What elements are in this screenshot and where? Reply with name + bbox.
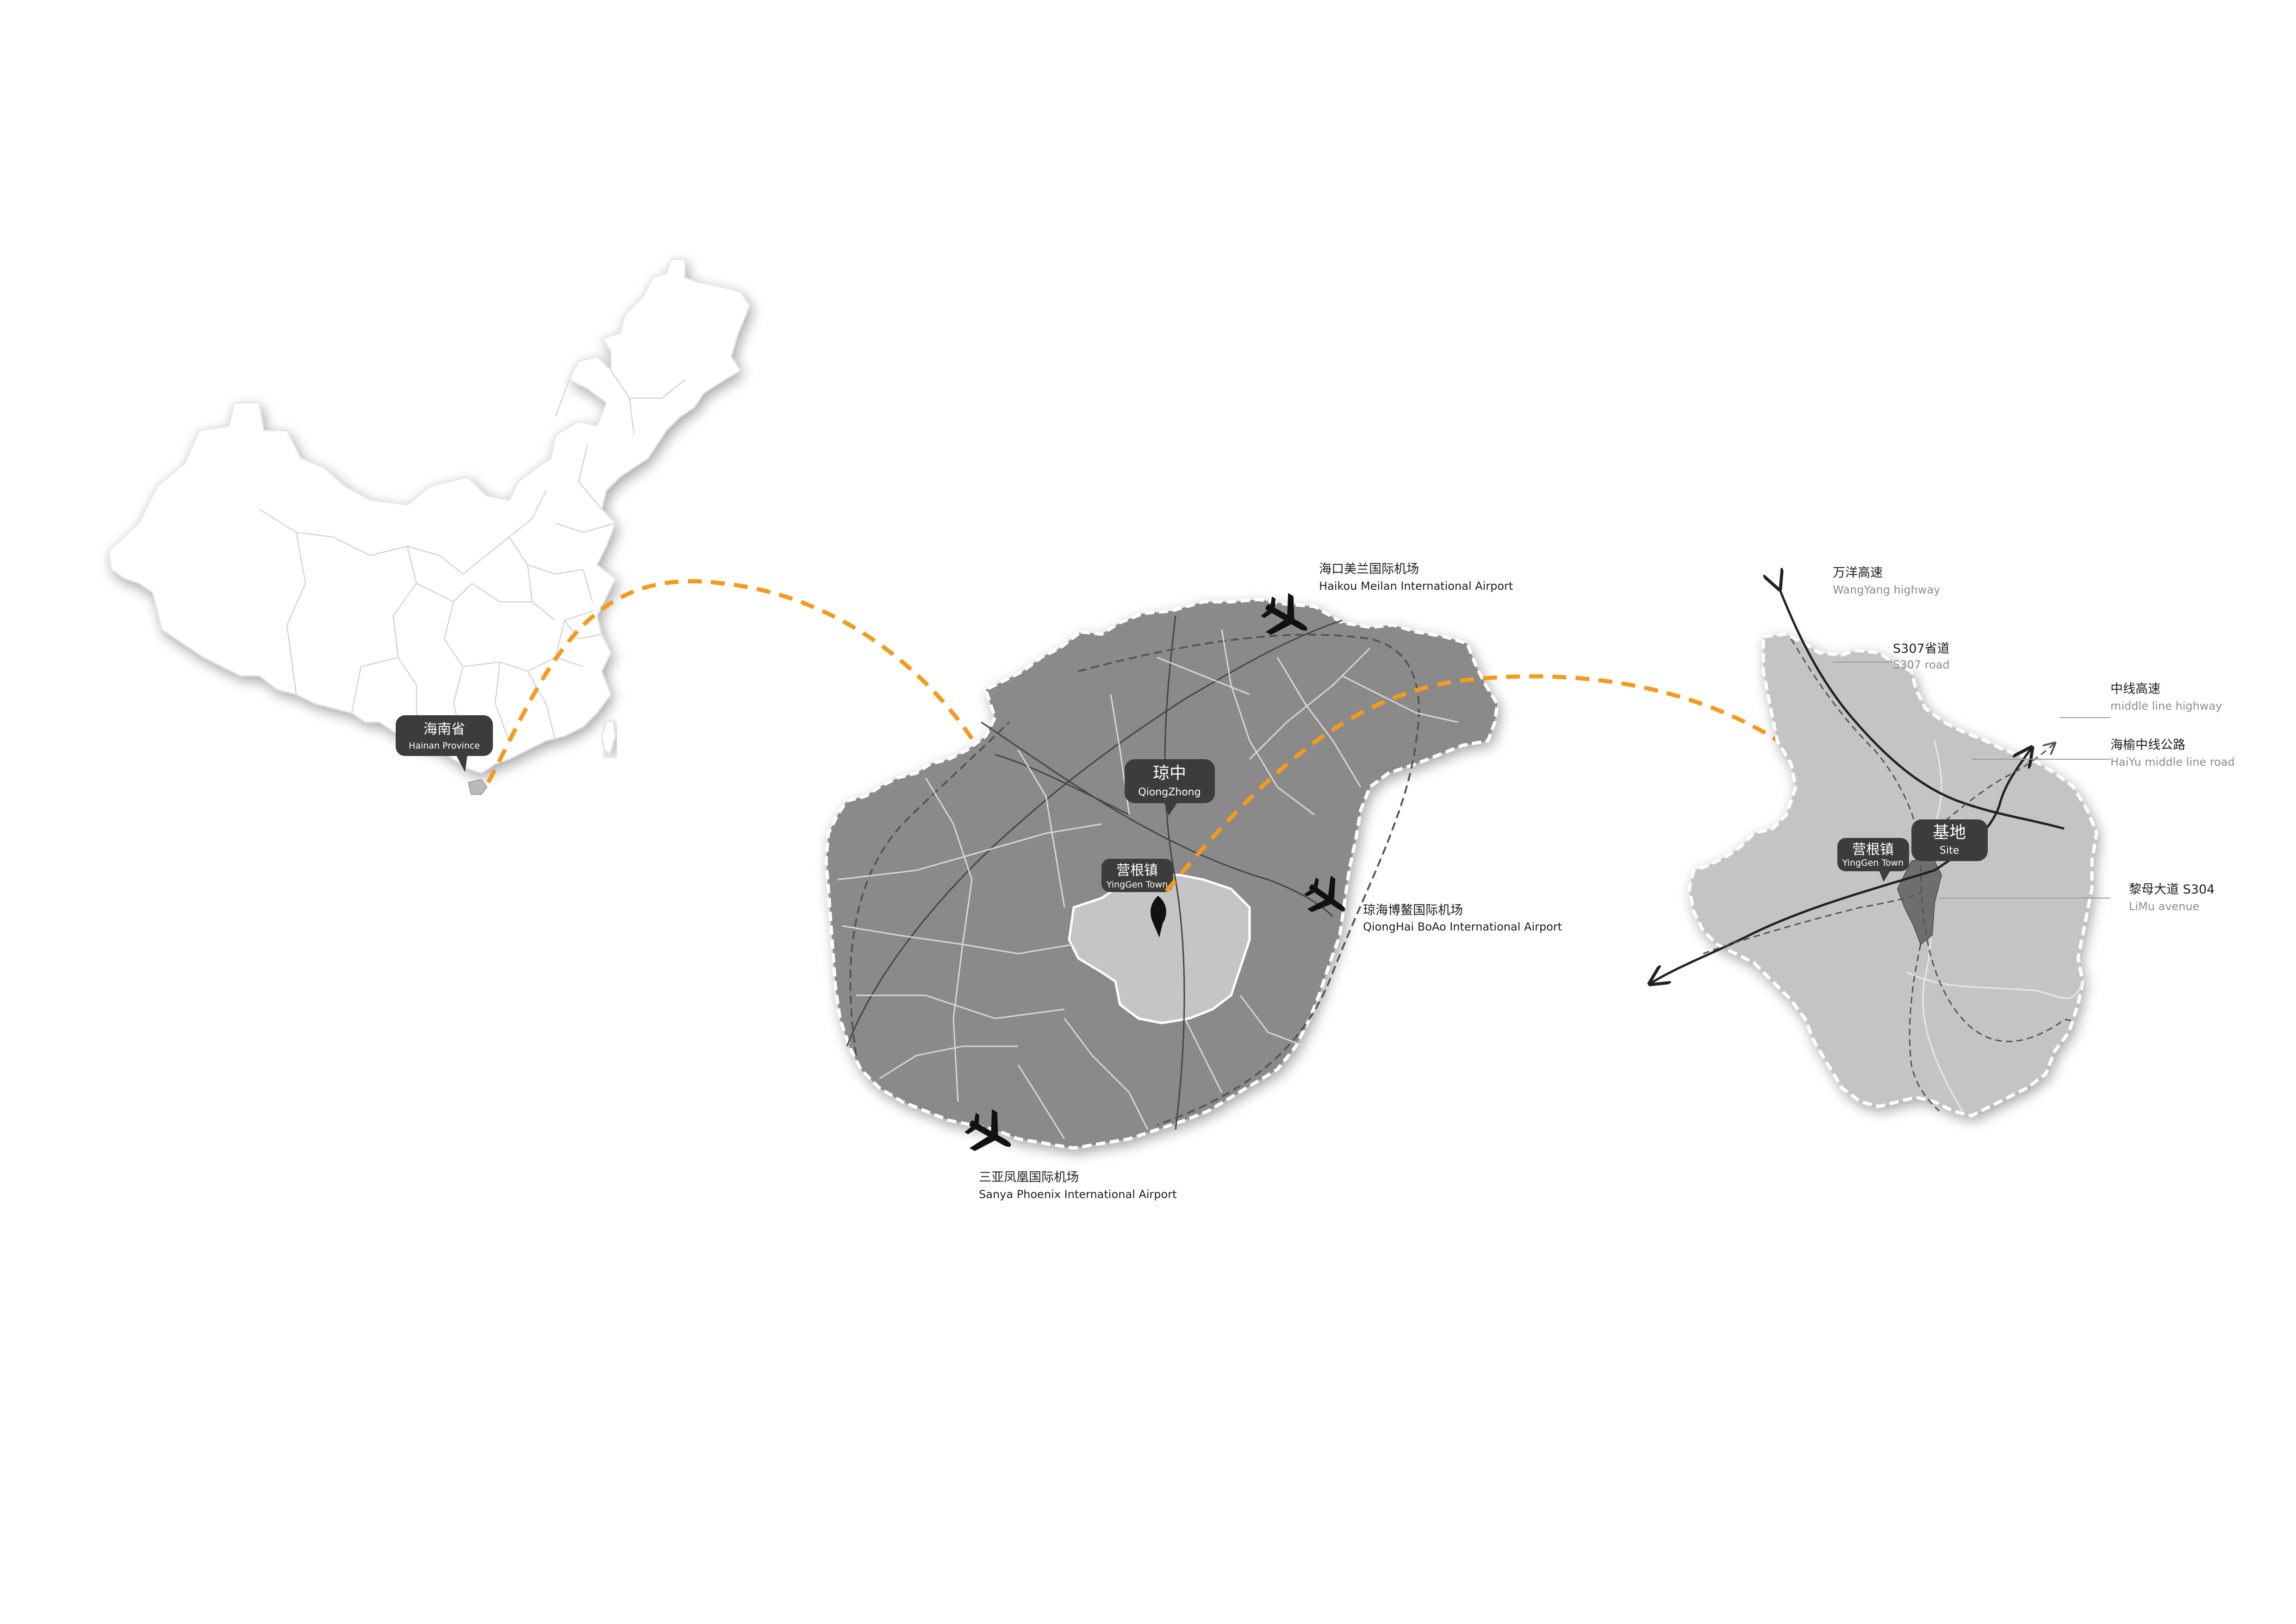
site-bubble: 基地 Site: [1911, 819, 1988, 861]
road-s304: [1703, 893, 1921, 955]
yinggen-site-label-cn: 营根镇: [1852, 842, 1894, 858]
site-label-en: Site: [1940, 845, 1959, 856]
road-label-s307: S307省道 S307 road: [1893, 642, 1950, 671]
road-limu-en: LiMu avenue: [2129, 900, 2199, 913]
road-limu-cn: 黎母大道 S304: [2129, 882, 2215, 897]
hainan-island-map: 琼中 QiongZhong 营根镇 YingGen Town 海口美兰国际机场 …: [824, 562, 1562, 1201]
route-arrow-china-to-hainan: [486, 579, 995, 782]
qiongzhong-label-en: QiongZhong: [1138, 787, 1201, 798]
leader-lines: [1833, 662, 2110, 899]
airport-sanya-cn: 三亚凤凰国际机场: [979, 1170, 1079, 1185]
road-haiyu-cn: 海榆中线公路: [2110, 738, 2185, 752]
road-label-middle-line: 中线高速 middle line highway: [2110, 682, 2222, 712]
yinggen-bubble-hainan: 营根镇 YingGen Town: [1101, 859, 1173, 892]
china-outline: [108, 258, 751, 774]
road-wangyang-highway: [1780, 589, 2065, 830]
road-haiyu-en: HaiYu middle line road: [2110, 756, 2235, 768]
road-s307-cn: S307省道: [1893, 642, 1950, 656]
road-label-wangyang: 万洋高速 WangYang highway: [1833, 566, 1940, 596]
road-middle-line-cn: 中线高速: [2110, 682, 2160, 696]
airport-sanya-en: Sanya Phoenix International Airport: [979, 1188, 1177, 1201]
road-s307-en: S307 road: [1893, 658, 1950, 671]
airport-label-sanya: 三亚凤凰国际机场 Sanya Phoenix International Air…: [979, 1170, 1177, 1201]
airport-label-qionghai: 琼海博鳌国际机场 QiongHai BoAo International Air…: [1363, 903, 1562, 933]
taiwan-shape: [601, 719, 616, 756]
china-province-borders: [259, 370, 685, 741]
airport-qionghai-cn: 琼海博鳌国际机场: [1363, 903, 1463, 918]
airport-haikou-en: Haikou Meilan International Airport: [1319, 580, 1513, 593]
airport-haikou-cn: 海口美兰国际机场: [1319, 562, 1419, 576]
road-middle-line-en: middle line highway: [2110, 700, 2222, 712]
road-wangyang-cn: 万洋高速: [1833, 566, 1883, 580]
site-label-cn: 基地: [1933, 823, 1966, 842]
site-region-outline: [1687, 632, 2098, 1118]
road-s307: [1790, 638, 2074, 1042]
site-map: 基地 Site 营根镇 YingGen Town 万洋高速 WangYang h…: [1650, 566, 2235, 1118]
road-wangyang-highway-west: [1650, 869, 1935, 984]
qiongzhong-bubble: 琼中 QiongZhong: [1125, 759, 1215, 816]
hainan-province-label-en: Hainan Province: [409, 741, 480, 751]
yinggen-label-cn: 营根镇: [1116, 862, 1158, 879]
site-roads: [1650, 589, 2074, 1112]
airport-qionghai-en: QiongHai BoAo International Airport: [1363, 920, 1562, 933]
yinggen-site-label-en: YingGen Town: [1842, 858, 1904, 868]
map-pin-icon: [1151, 896, 1166, 937]
china-map: 海南省 Hainan Province: [108, 258, 751, 795]
yinggen-bubble-site: 营根镇 YingGen Town: [1837, 838, 1909, 882]
yinggen-label-en: YingGen Town: [1106, 880, 1168, 890]
road-label-limu: 黎母大道 S304 LiMu avenue: [2129, 882, 2215, 913]
hainan-highlight: [467, 779, 488, 795]
hainan-province-bubble: 海南省 Hainan Province: [396, 715, 493, 772]
qiongzhong-label-cn: 琼中: [1153, 764, 1186, 783]
airport-label-haikou: 海口美兰国际机场 Haikou Meilan International Air…: [1319, 562, 1513, 593]
road-label-haiyu: 海榆中线公路 HaiYu middle line road: [2110, 738, 2235, 768]
road-wangyang-en: WangYang highway: [1833, 583, 1940, 596]
hainan-province-label-cn: 海南省: [423, 721, 465, 737]
